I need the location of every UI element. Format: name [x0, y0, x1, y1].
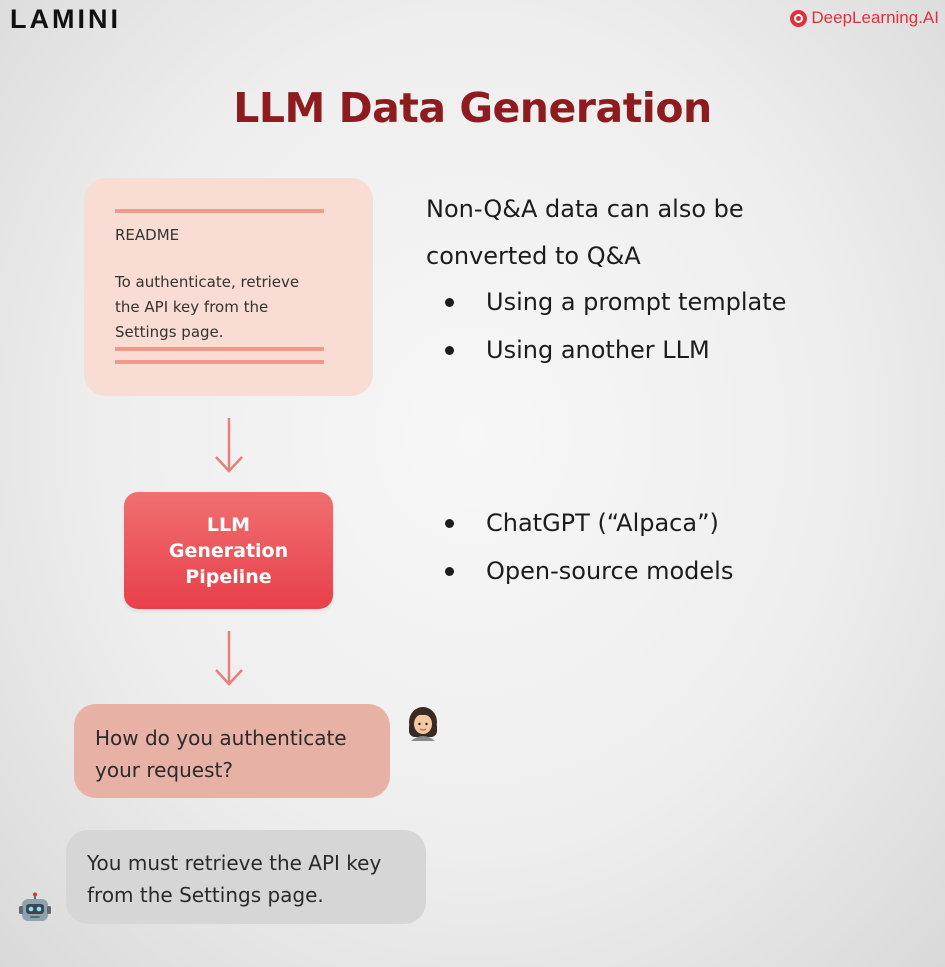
models-list-item: ChatGPT (“Alpaca”) — [426, 499, 733, 547]
readme-body: To authenticate, retrieve the API key fr… — [115, 270, 355, 345]
deeplearning-ai-text: DeepLearning.AI — [811, 8, 939, 27]
pipeline-line: Generation — [168, 539, 289, 562]
intro-line: Non-Q&A data can also be — [426, 195, 744, 223]
readme-bottom-rule-2 — [115, 360, 324, 364]
readme-card: README To authenticate, retrieve the API… — [84, 178, 373, 396]
user-question-line: your request? — [95, 758, 233, 782]
pipeline-line: Pipeline — [185, 565, 272, 588]
down-arrow-icon — [215, 418, 243, 473]
deeplearning-ai-logo: DeepLearning.AI — [790, 8, 939, 28]
llm-generation-pipeline-box: LLM Generation Pipeline — [124, 492, 333, 609]
bot-answer-bubble: You must retrieve the API key from the S… — [66, 830, 426, 924]
readme-heading: README — [115, 226, 180, 244]
methods-list-item: Using another LLM — [426, 326, 786, 374]
down-arrow-icon — [215, 631, 243, 686]
methods-list: Using a prompt template Using another LL… — [426, 278, 786, 374]
readme-body-line: the API key from the — [115, 298, 269, 316]
user-question-line: How do you authenticate — [95, 726, 347, 750]
robot-icon — [19, 892, 51, 921]
intro-line: converted to Q&A — [426, 242, 641, 270]
models-list: ChatGPT (“Alpaca”) Open-source models — [426, 499, 733, 595]
readme-body-line: Settings page. — [115, 323, 224, 341]
bot-answer-line: You must retrieve the API key — [87, 851, 382, 875]
pipeline-line: LLM — [206, 513, 251, 536]
deeplearning-ai-icon — [790, 9, 808, 27]
models-list-item: Open-source models — [426, 547, 733, 595]
bot-answer-line: from the Settings page. — [87, 883, 324, 907]
methods-list-item: Using a prompt template — [426, 278, 786, 326]
woman-avatar-icon — [409, 707, 437, 741]
user-question-bubble: How do you authenticate your request? — [74, 704, 390, 798]
readme-top-rule — [115, 209, 324, 213]
readme-body-line: To authenticate, retrieve — [115, 273, 300, 291]
intro-text: Non-Q&A data can also be converted to Q&… — [426, 186, 926, 280]
slide-title: LLM Data Generation — [233, 84, 712, 132]
lamini-logo: LAMINI — [10, 4, 121, 34]
readme-bottom-rule-1 — [115, 347, 324, 351]
